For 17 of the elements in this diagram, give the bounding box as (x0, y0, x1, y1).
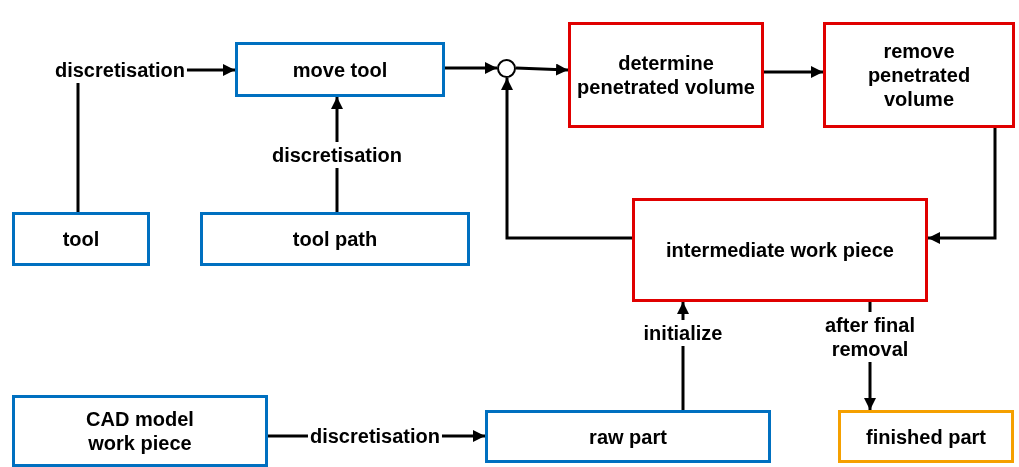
process-box: CAD model work piece (12, 395, 268, 467)
arrow (928, 128, 997, 244)
process-box: tool (12, 212, 150, 266)
arrow (764, 66, 823, 78)
edge-label: initialize (641, 320, 725, 346)
arrow (515, 63, 569, 76)
arrow (445, 62, 497, 74)
process-box: determine penetrated volume (568, 22, 764, 128)
junction-circle (497, 59, 516, 78)
process-box: move tool (235, 42, 445, 97)
process-box: intermediate work piece (632, 198, 928, 302)
edge-label: discretisation (270, 142, 404, 168)
process-box: tool path (200, 212, 470, 266)
process-box: remove penetrated volume (823, 22, 1015, 128)
arrow (501, 78, 632, 240)
process-box: finished part (838, 410, 1014, 463)
process-box: raw part (485, 410, 771, 463)
